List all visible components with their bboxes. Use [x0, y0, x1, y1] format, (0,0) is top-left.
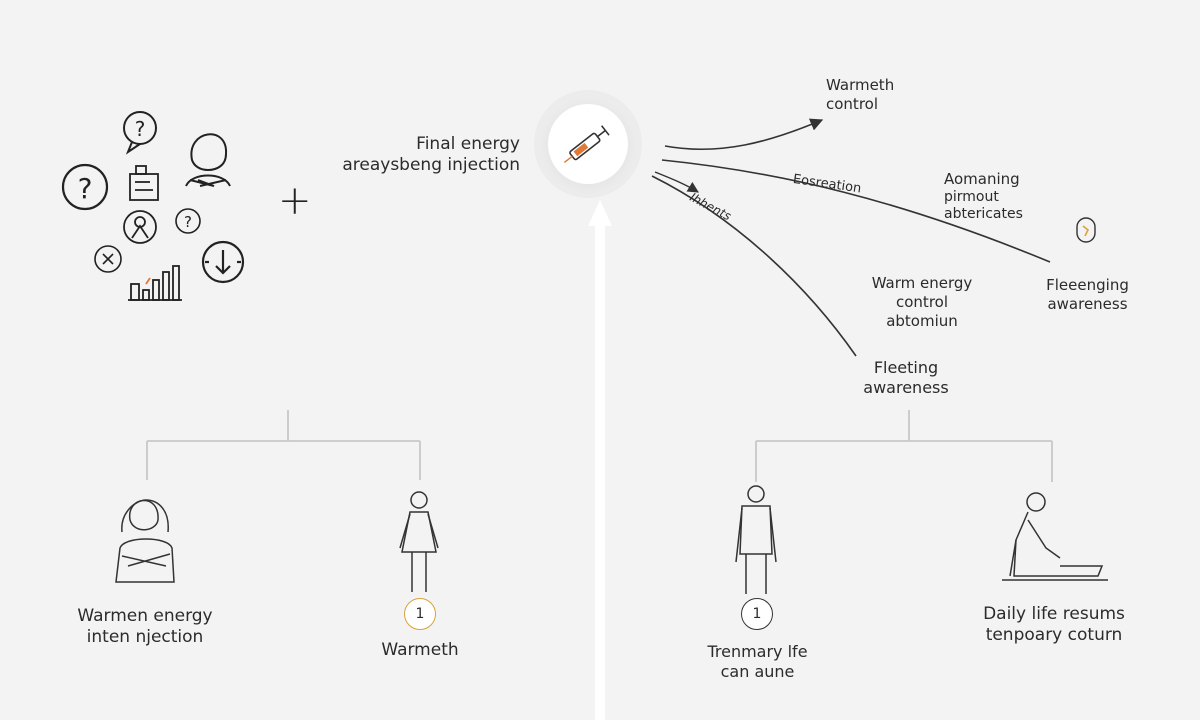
caption-warmen-line2: inten njection	[86, 627, 204, 648]
curve-ihhents-arrow	[654, 171, 699, 193]
center-title: Final energy areaysbeng injection	[330, 134, 520, 177]
left-bracket	[146, 410, 421, 480]
man-standing-figure	[735, 485, 777, 594]
syringe-highlight-circle	[548, 104, 628, 184]
woman-standing-figure	[399, 491, 439, 592]
label-fleeenging-awareness: Fleeenging awareness	[1030, 276, 1145, 314]
step-badge-left: 1	[404, 598, 436, 630]
woman-arms-crossed-figure	[115, 499, 175, 583]
capsule-icon	[1076, 217, 1096, 243]
caption-daily-line2: tenpoary coturn	[985, 625, 1123, 646]
center-up-arrow	[588, 200, 612, 720]
caption-warmen-line1: Warmen energy	[77, 606, 213, 626]
label-fleeting-line2: awareness	[863, 378, 949, 397]
curve-to-fleeting-awareness	[651, 175, 857, 357]
label-aomaning-line2: pirmout	[944, 188, 999, 205]
curve-eosreation	[661, 159, 1051, 263]
label-warmeth-line1: Warmeth	[826, 76, 895, 94]
down-arrow-clock-icon	[201, 240, 245, 284]
label-fleeenging-line2: awareness	[1047, 294, 1128, 313]
question-small-icon: ?	[175, 208, 201, 234]
svg-text:?: ?	[184, 213, 192, 231]
syringe-overlay	[563, 125, 610, 164]
label-aomaning-line3: abtericates	[944, 206, 1023, 223]
curve-to-warmeth-control	[664, 118, 824, 151]
question-bubble-large-icon: ?	[61, 163, 109, 211]
right-bracket	[755, 410, 1053, 482]
label-warm-energy-line3: abtomiun	[886, 311, 958, 330]
syringe-front-icon	[563, 125, 610, 164]
bar-chart-icon	[128, 265, 182, 301]
svg-text:?: ?	[78, 172, 93, 205]
label-fleeting-awareness: Fleeting awareness	[850, 358, 962, 398]
step-badge-right: 1	[741, 598, 773, 630]
person-circle-icon	[123, 210, 157, 244]
label-warmeth-line2: control	[826, 94, 878, 113]
caption-trenmary-line1: Trenmary lfe	[707, 642, 808, 661]
caption-trenmary-lfe: Trenmary lfe can aune	[690, 642, 825, 682]
question-bubble-icon: ?	[123, 111, 157, 155]
center-title-line1: Final energy	[416, 134, 520, 154]
svg-text:?: ?	[135, 117, 146, 141]
label-aomaning: Aomaning pirmout abtericates	[944, 170, 1054, 224]
caption-daily-line1: Daily life resums	[983, 604, 1125, 624]
clipboard-icon	[129, 165, 159, 201]
label-fleeting-line1: Fleeting	[873, 358, 939, 377]
center-title-line2: areaysbeng injection	[342, 155, 520, 176]
label-warm-energy-line2: control	[896, 292, 948, 311]
person-arms-crossed-icon	[185, 133, 231, 187]
label-warm-energy-line1: Warm energy	[871, 274, 973, 292]
plus-sign: +	[278, 178, 312, 224]
label-warm-energy-control: Warm energy control abtomiun	[862, 274, 982, 330]
caption-trenmary-line2: can aune	[720, 662, 795, 681]
label-aomaning-line1: Aomaning	[944, 170, 1020, 188]
caption-warmeth: Warmeth	[381, 640, 459, 660]
label-fleeenging-line1: Fleeenging	[1046, 276, 1129, 294]
caption-daily-life: Daily life resums tenpoary coturn	[964, 604, 1144, 647]
label-warmeth-control: Warmeth control	[826, 76, 926, 114]
caption-warmen-energy: Warmen energy inten njection	[60, 606, 230, 649]
person-sitting-figure	[1002, 492, 1108, 581]
close-circle-icon	[94, 245, 122, 273]
